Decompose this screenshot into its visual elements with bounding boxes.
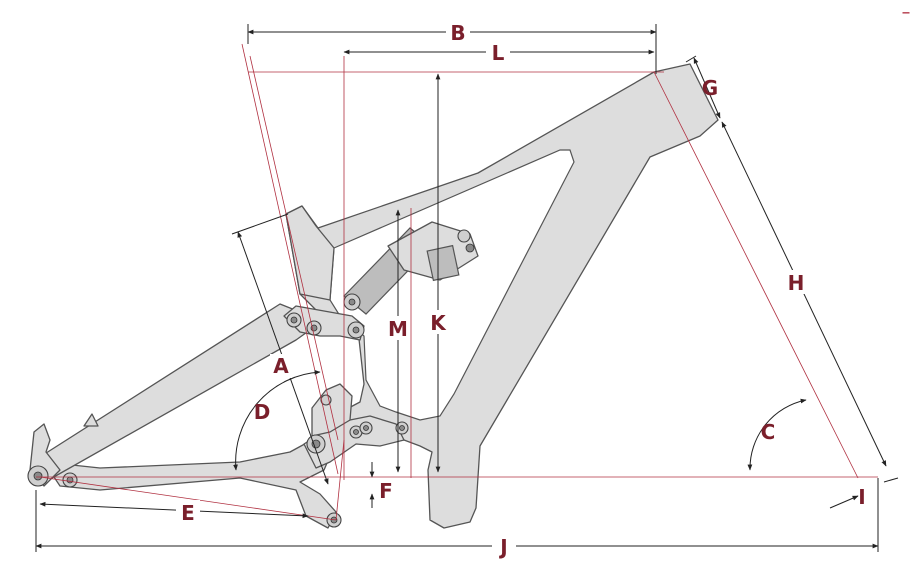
dimension-labels: B L G H K M A D C F E I J bbox=[176, 20, 866, 559]
label-k: K bbox=[430, 311, 447, 335]
label-l: L bbox=[492, 41, 505, 65]
seatstay bbox=[31, 303, 311, 479]
label-i: I bbox=[858, 485, 865, 509]
label-g: G bbox=[702, 76, 718, 100]
label-f: F bbox=[379, 479, 393, 503]
label-a: A bbox=[273, 354, 289, 378]
label-m: M bbox=[388, 317, 408, 341]
seat-tube-top bbox=[285, 205, 335, 301]
label-b: B bbox=[450, 21, 465, 45]
label-d: D bbox=[254, 400, 271, 424]
label-j: J bbox=[498, 535, 507, 559]
bike-frame bbox=[27, 63, 719, 529]
corner-mark: _ bbox=[903, 0, 910, 14]
label-e: E bbox=[181, 501, 195, 525]
label-h: H bbox=[788, 271, 805, 295]
label-c: C bbox=[761, 420, 776, 444]
seatstay-tab bbox=[83, 413, 99, 427]
rear-shock bbox=[343, 221, 479, 315]
